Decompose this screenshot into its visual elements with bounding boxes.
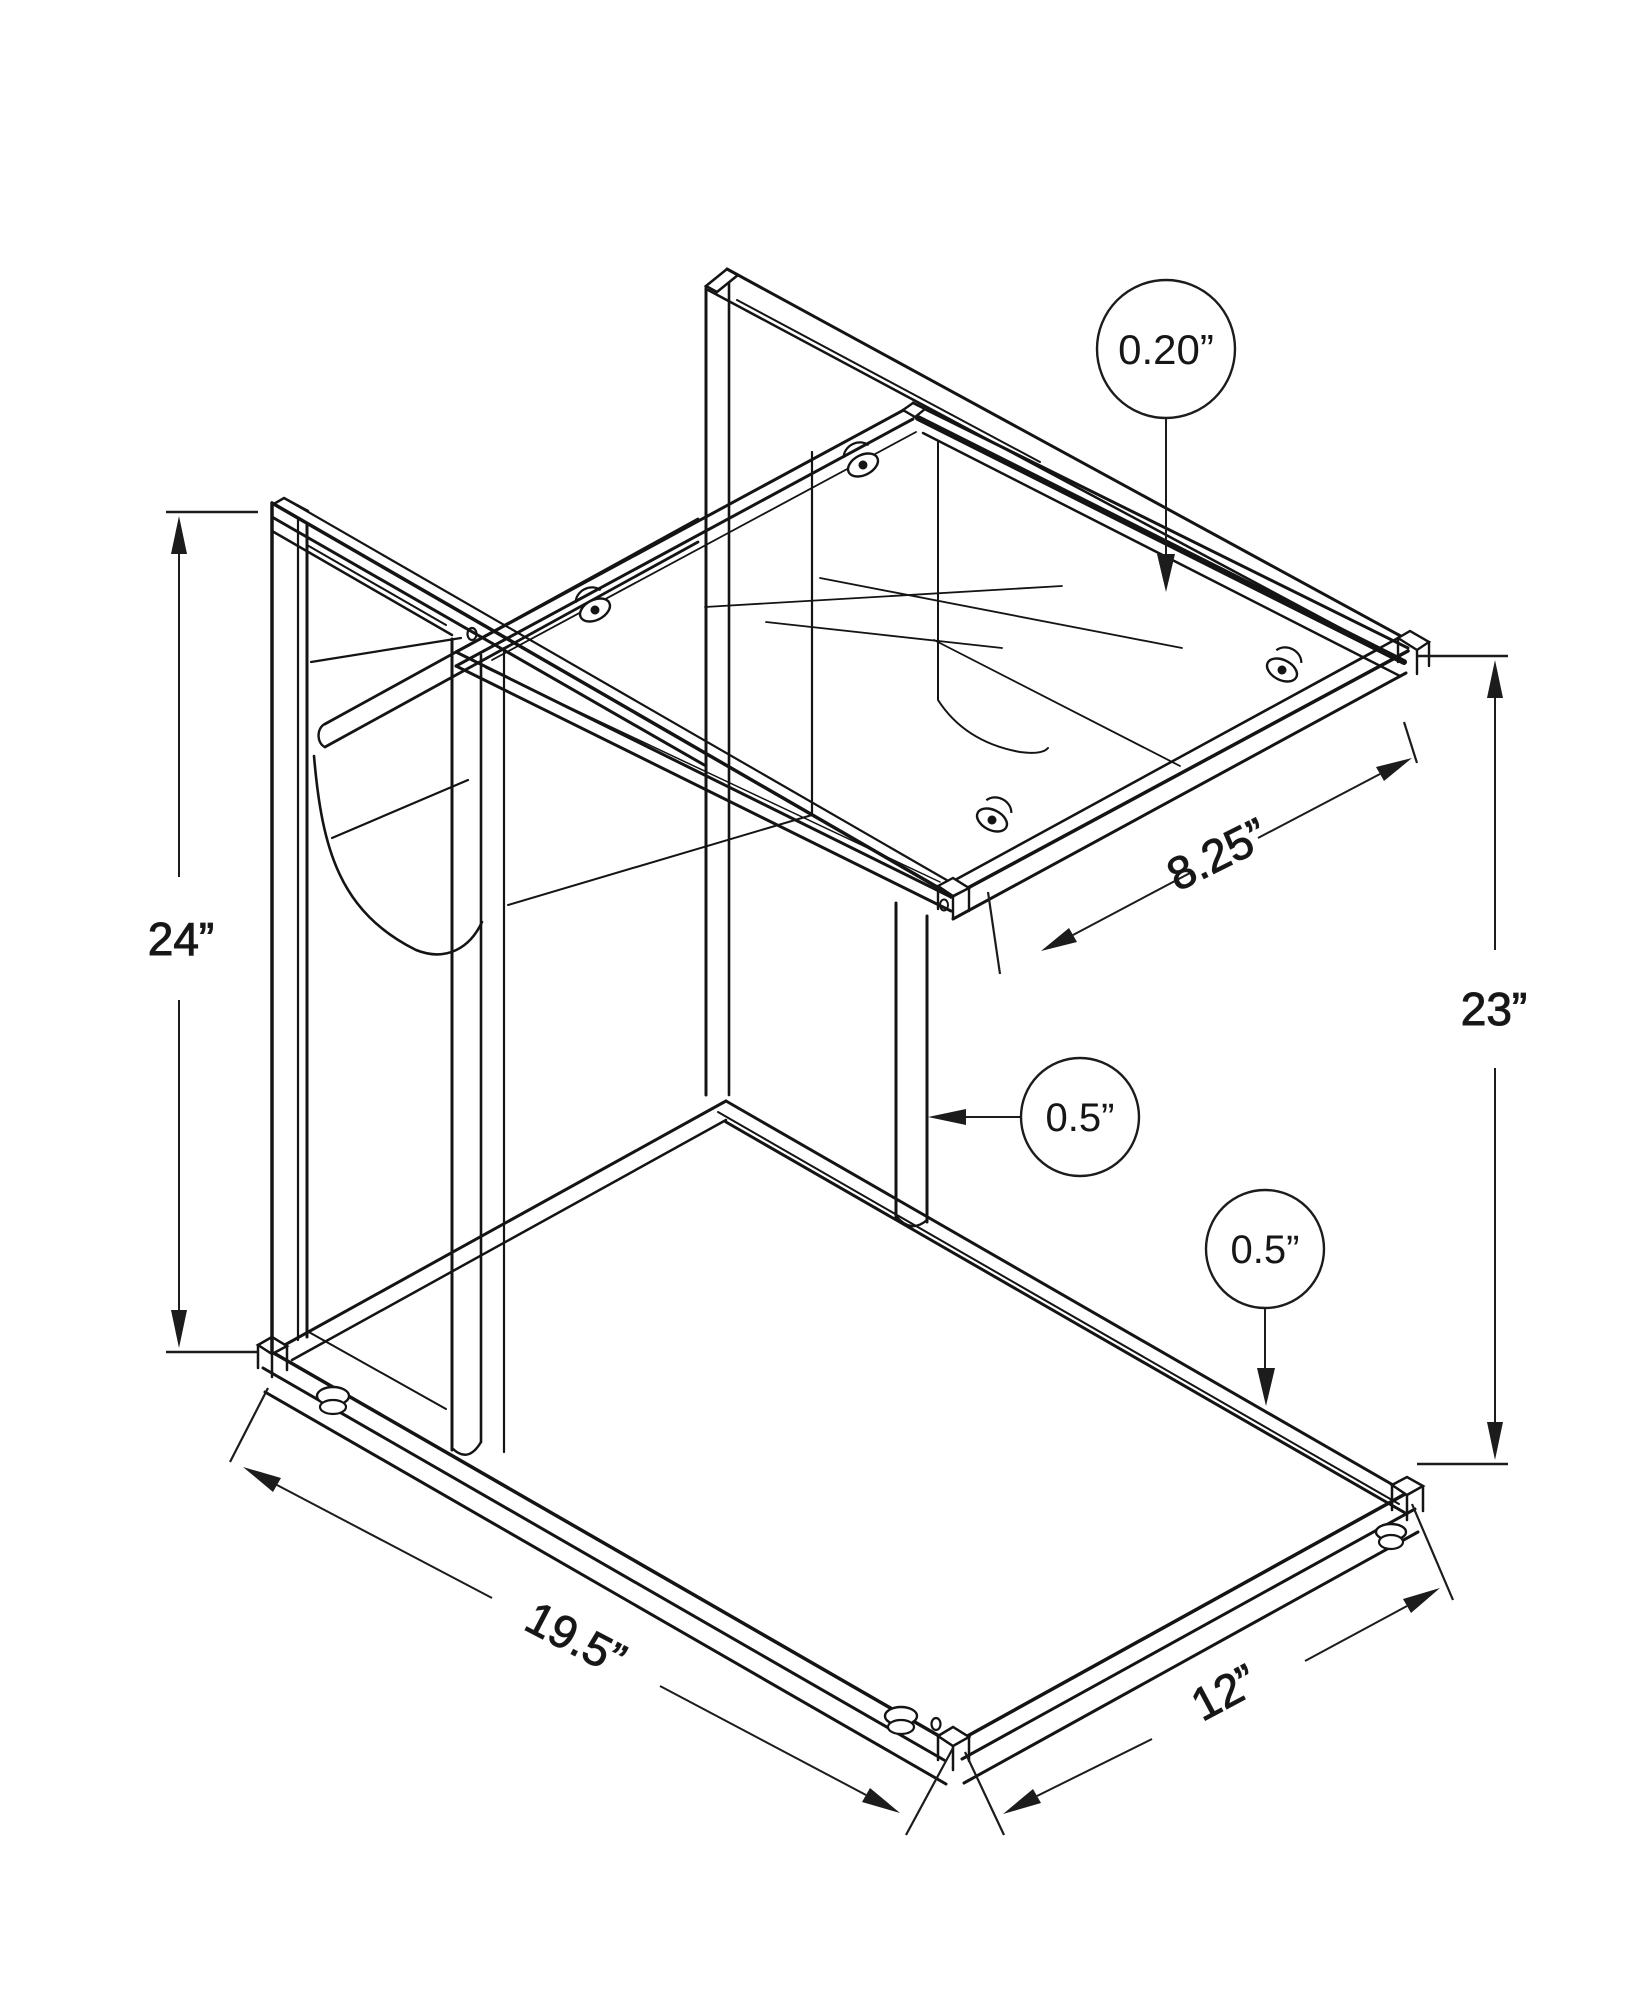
glass-clips	[574, 441, 1303, 833]
back-frame	[703, 267, 1410, 1097]
arrowhead-icon	[1376, 758, 1412, 781]
sling-fabric-edge	[312, 754, 484, 956]
glass-clip	[842, 441, 880, 478]
foot-right	[1374, 1522, 1408, 1551]
arrowhead-icon	[171, 516, 187, 554]
arrowhead-icon	[243, 1467, 281, 1492]
arrowhead-icon	[1041, 928, 1077, 951]
dim-label-12: 12”	[1183, 1654, 1266, 1731]
callout-glass-thickness: 0.20”	[1095, 278, 1237, 592]
dimension-height-24: 24”	[147, 510, 258, 1354]
left-frame	[270, 496, 959, 1456]
dimension-base-195: 19.5”	[229, 1387, 954, 1836]
glass-clip	[1265, 646, 1303, 683]
screw-hole-icon	[930, 1716, 942, 1732]
arrowhead-icon	[1257, 1368, 1275, 1406]
dim-label-24: 24”	[148, 913, 214, 965]
callout-base-tube: 0.5”	[1204, 1188, 1326, 1406]
screw-hole-icon	[466, 626, 478, 642]
extension-line	[229, 1387, 269, 1463]
arrowhead-icon	[1487, 660, 1503, 698]
arrowhead-icon	[928, 1109, 966, 1125]
leg-cap	[894, 1214, 929, 1228]
arrowhead-icon	[1403, 1588, 1440, 1613]
screw-hole-icon	[939, 898, 949, 912]
base-feet	[315, 1385, 1408, 1736]
dim-label-195: 19.5”	[517, 1591, 634, 1686]
top-chord	[270, 501, 953, 897]
arrowhead-icon	[862, 1788, 900, 1813]
extension-line	[1410, 1503, 1455, 1601]
dim-label-base-tube: 0.5”	[1231, 1228, 1300, 1272]
front-leg	[894, 901, 929, 1228]
foot-front	[883, 1705, 919, 1736]
dim-label-825: 8.25”	[1159, 808, 1276, 901]
glass-clip	[574, 586, 612, 623]
arrowhead-icon	[1003, 1789, 1041, 1814]
dim-label-glass: 0.20”	[1118, 326, 1214, 373]
dimension-height-23: 23”	[1417, 654, 1528, 1466]
sling-bottom-edge	[507, 814, 813, 906]
extension-line	[1402, 721, 1419, 764]
glass-reflections	[704, 577, 1183, 767]
extension-line	[986, 891, 1002, 975]
arrowhead-icon	[171, 1310, 187, 1348]
arrowhead-icon	[1157, 554, 1175, 592]
post-foot-cap	[450, 1440, 483, 1456]
sling-hem	[330, 778, 470, 840]
callout-leg-tube: 0.5”	[928, 1056, 1141, 1178]
sling-rail	[309, 636, 463, 664]
magazine-sling	[309, 441, 1049, 956]
tabletop	[454, 401, 1432, 1228]
glass-clip	[975, 796, 1013, 833]
arrowhead-icon	[1487, 1422, 1503, 1460]
dim-label-leg: 0.5”	[1046, 1096, 1115, 1140]
sling-back-panel	[937, 441, 1049, 754]
extension-line	[964, 1751, 1005, 1836]
glass-edge-heavy	[915, 415, 1407, 665]
foot-left	[315, 1385, 351, 1416]
extension-line	[905, 1747, 954, 1836]
dim-label-23: 23”	[1461, 983, 1527, 1035]
